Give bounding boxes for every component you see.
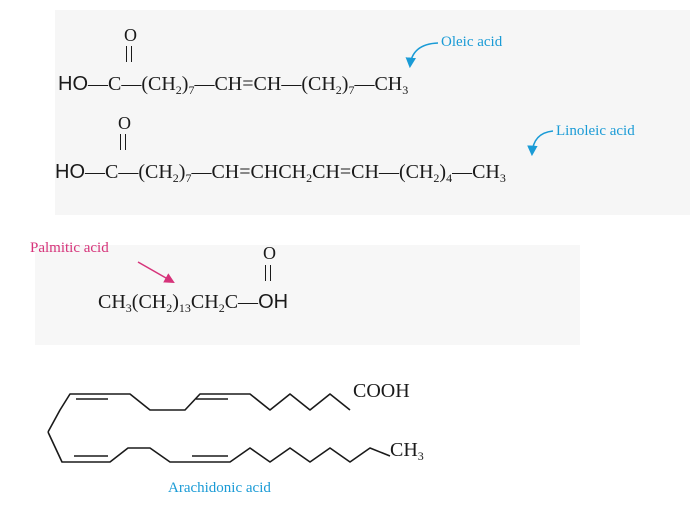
linoleic-formula-sub: 4 [446,171,453,185]
oleic-hydroxyl: HO [58,73,88,95]
arachidonic-methyl-sub: 3 [417,449,424,463]
oleic-acid-label: Oleic acid [441,34,503,50]
linoleic-acid-label: Linoleic acid [556,123,635,139]
linoleic-formula-part: —CH [452,161,500,183]
linoleic-formula-part: ) [178,161,186,183]
linoleic-carbonyl-double-bond [120,134,126,150]
linoleic-carbonyl-oxygen: O [118,113,131,133]
palmitic-formula-part: CH [98,291,126,313]
palmitic-formula-part: (CH [131,291,167,313]
palmitic-formula-sub: 2 [218,301,225,315]
palmitic-formula-part: C— [224,291,259,313]
arachidonic-upper-chain [47,393,351,433]
oleic-formula-part: —CH [354,73,403,95]
linoleic-formula-part: —C—(CH [85,161,173,183]
palmitic-acid-label: Palmitic acid [30,240,109,256]
oleic-carbonyl-double-bond [126,46,132,62]
palmitic-formula-sub: 2 [166,301,173,315]
oleic-formula-part: —C—(CH [88,73,176,95]
linoleic-formula-sub: 2 [172,171,179,185]
linoleic-formula-part: —CH=CHCH [191,161,307,183]
palmitic-formula-sub: 3 [125,301,132,315]
arachidonic-carboxyl: COOH [353,380,410,402]
oleic-carbonyl-oxygen: O [124,25,137,45]
arachidonic-acid-label: Arachidonic acid [168,480,271,496]
linoleic-formula: HO—C—(CH2)7—CH=CHCH2CH=CH—(CH2)4—CH3 [55,162,506,184]
oleic-formula-part: —CH=CH—(CH [194,73,336,95]
palmitic-carbonyl-double-bond [265,265,271,281]
top-panel-background [55,10,690,215]
oleic-formula-part: ) [181,73,189,95]
oleic-formula-sub: 3 [402,83,409,97]
oleic-formula-sub: 7 [188,83,195,97]
arachidonic-methyl: CH3 [390,440,424,462]
oleic-formula-part: ) [341,73,349,95]
palmitic-panel-background [35,245,580,345]
oleic-formula: HO—C—(CH2)7—CH=CH—(CH2)7—CH3 [58,74,408,96]
arachidonic-lower-chain [47,431,391,463]
palmitic-formula-part: CH [190,291,219,313]
oleic-formula-sub: 2 [175,83,182,97]
oleic-formula-sub: 7 [348,83,355,97]
linoleic-pointer-arrow [527,130,554,157]
palmitic-formula-part: ) [172,291,179,313]
linoleic-formula-sub: 2 [433,171,440,185]
linoleic-formula-sub: 2 [306,171,313,185]
oleic-pointer-arrow [405,42,439,69]
linoleic-hydroxyl: HO [55,161,85,183]
arachidonic-methyl-ch: CH [390,439,418,461]
palmitic-pointer-arrow [137,261,175,284]
linoleic-formula-sub: 7 [185,171,192,185]
linoleic-formula-sub: 3 [499,171,506,185]
palmitic-carbonyl-oxygen: O [263,243,276,263]
linoleic-formula-part: ) [439,161,447,183]
palmitic-formula-sub: 13 [178,301,191,315]
arachidonic-skeleton [47,393,391,463]
linoleic-formula-part: CH=CH—(CH [312,161,434,183]
palmitic-hydroxyl: OH [258,291,289,313]
palmitic-formula: CH3(CH2)13CH2C—OH [98,292,288,314]
oleic-formula-sub: 2 [335,83,342,97]
